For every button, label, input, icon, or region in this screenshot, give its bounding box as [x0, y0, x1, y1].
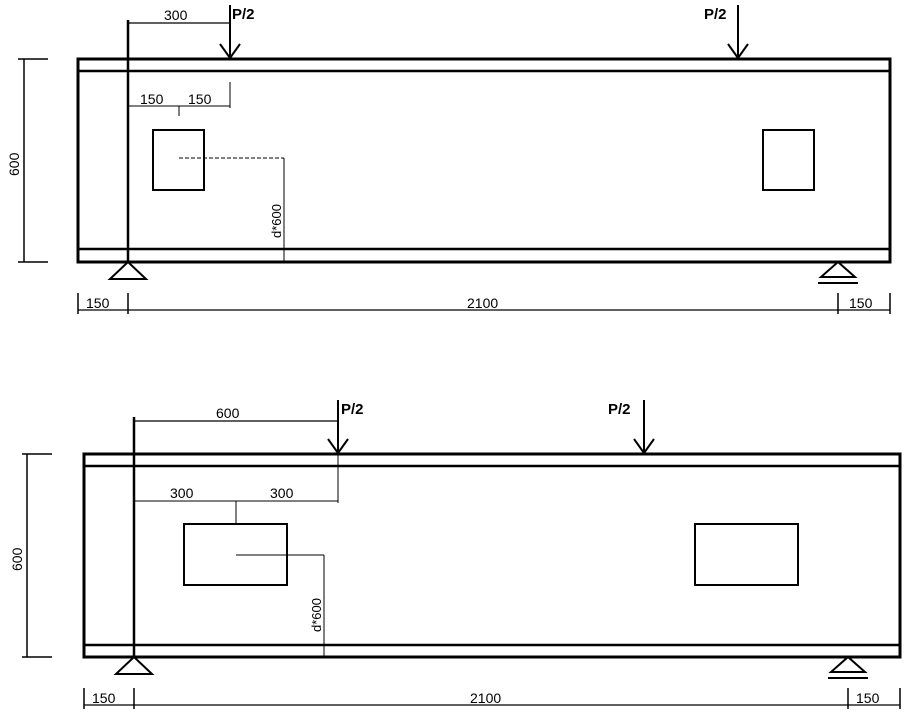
- dim-depth-label: d*600: [269, 204, 284, 238]
- figure-top: P/2 P/2 300 150 150 d*600 600 150 2100 1: [6, 5, 892, 314]
- pin-support-left: [113, 655, 155, 675]
- beam-outline: [76, 57, 892, 264]
- dim-half-left-label: 300: [170, 485, 194, 501]
- beam-outline: [82, 452, 902, 659]
- dim-half-right-label: 300: [270, 485, 294, 501]
- dim-depth-label: d*600: [309, 598, 324, 632]
- load-label-right: P/2: [704, 6, 727, 23]
- figure-bottom: P/2 P/2 600 300 300 d*600 600 150 2100 1: [9, 400, 902, 709]
- load-arrow-left: [219, 5, 241, 60]
- load-label-right: P/2: [608, 401, 631, 418]
- dim-overhang-left-label: 150: [86, 295, 110, 311]
- web-opening-right: [762, 129, 815, 191]
- dim-half-right-label: 150: [188, 91, 212, 107]
- dim-overhang-left-label: 150: [92, 690, 116, 706]
- dim-height-label: 600: [9, 547, 25, 571]
- dim-overhang-right-label: 150: [856, 690, 880, 706]
- dim-span-label: 2100: [467, 295, 498, 311]
- pin-support-left: [107, 260, 149, 280]
- dim-half-left-label: 150: [140, 91, 164, 107]
- web-opening-left: [152, 129, 205, 191]
- load-arrow-right: [633, 400, 655, 455]
- roller-support-right: [818, 260, 858, 278]
- dim-span-label: 2100: [470, 690, 501, 706]
- roller-support-right: [828, 655, 868, 673]
- load-label-left: P/2: [232, 6, 255, 23]
- web-opening-right: [694, 523, 799, 586]
- load-arrow-right: [727, 5, 749, 60]
- dim-load-offset-label: 600: [216, 405, 240, 421]
- dim-load-offset-label: 300: [164, 7, 188, 23]
- dim-overhang-right-label: 150: [849, 295, 873, 311]
- load-label-left: P/2: [341, 401, 364, 418]
- dim-height-label: 600: [6, 152, 22, 176]
